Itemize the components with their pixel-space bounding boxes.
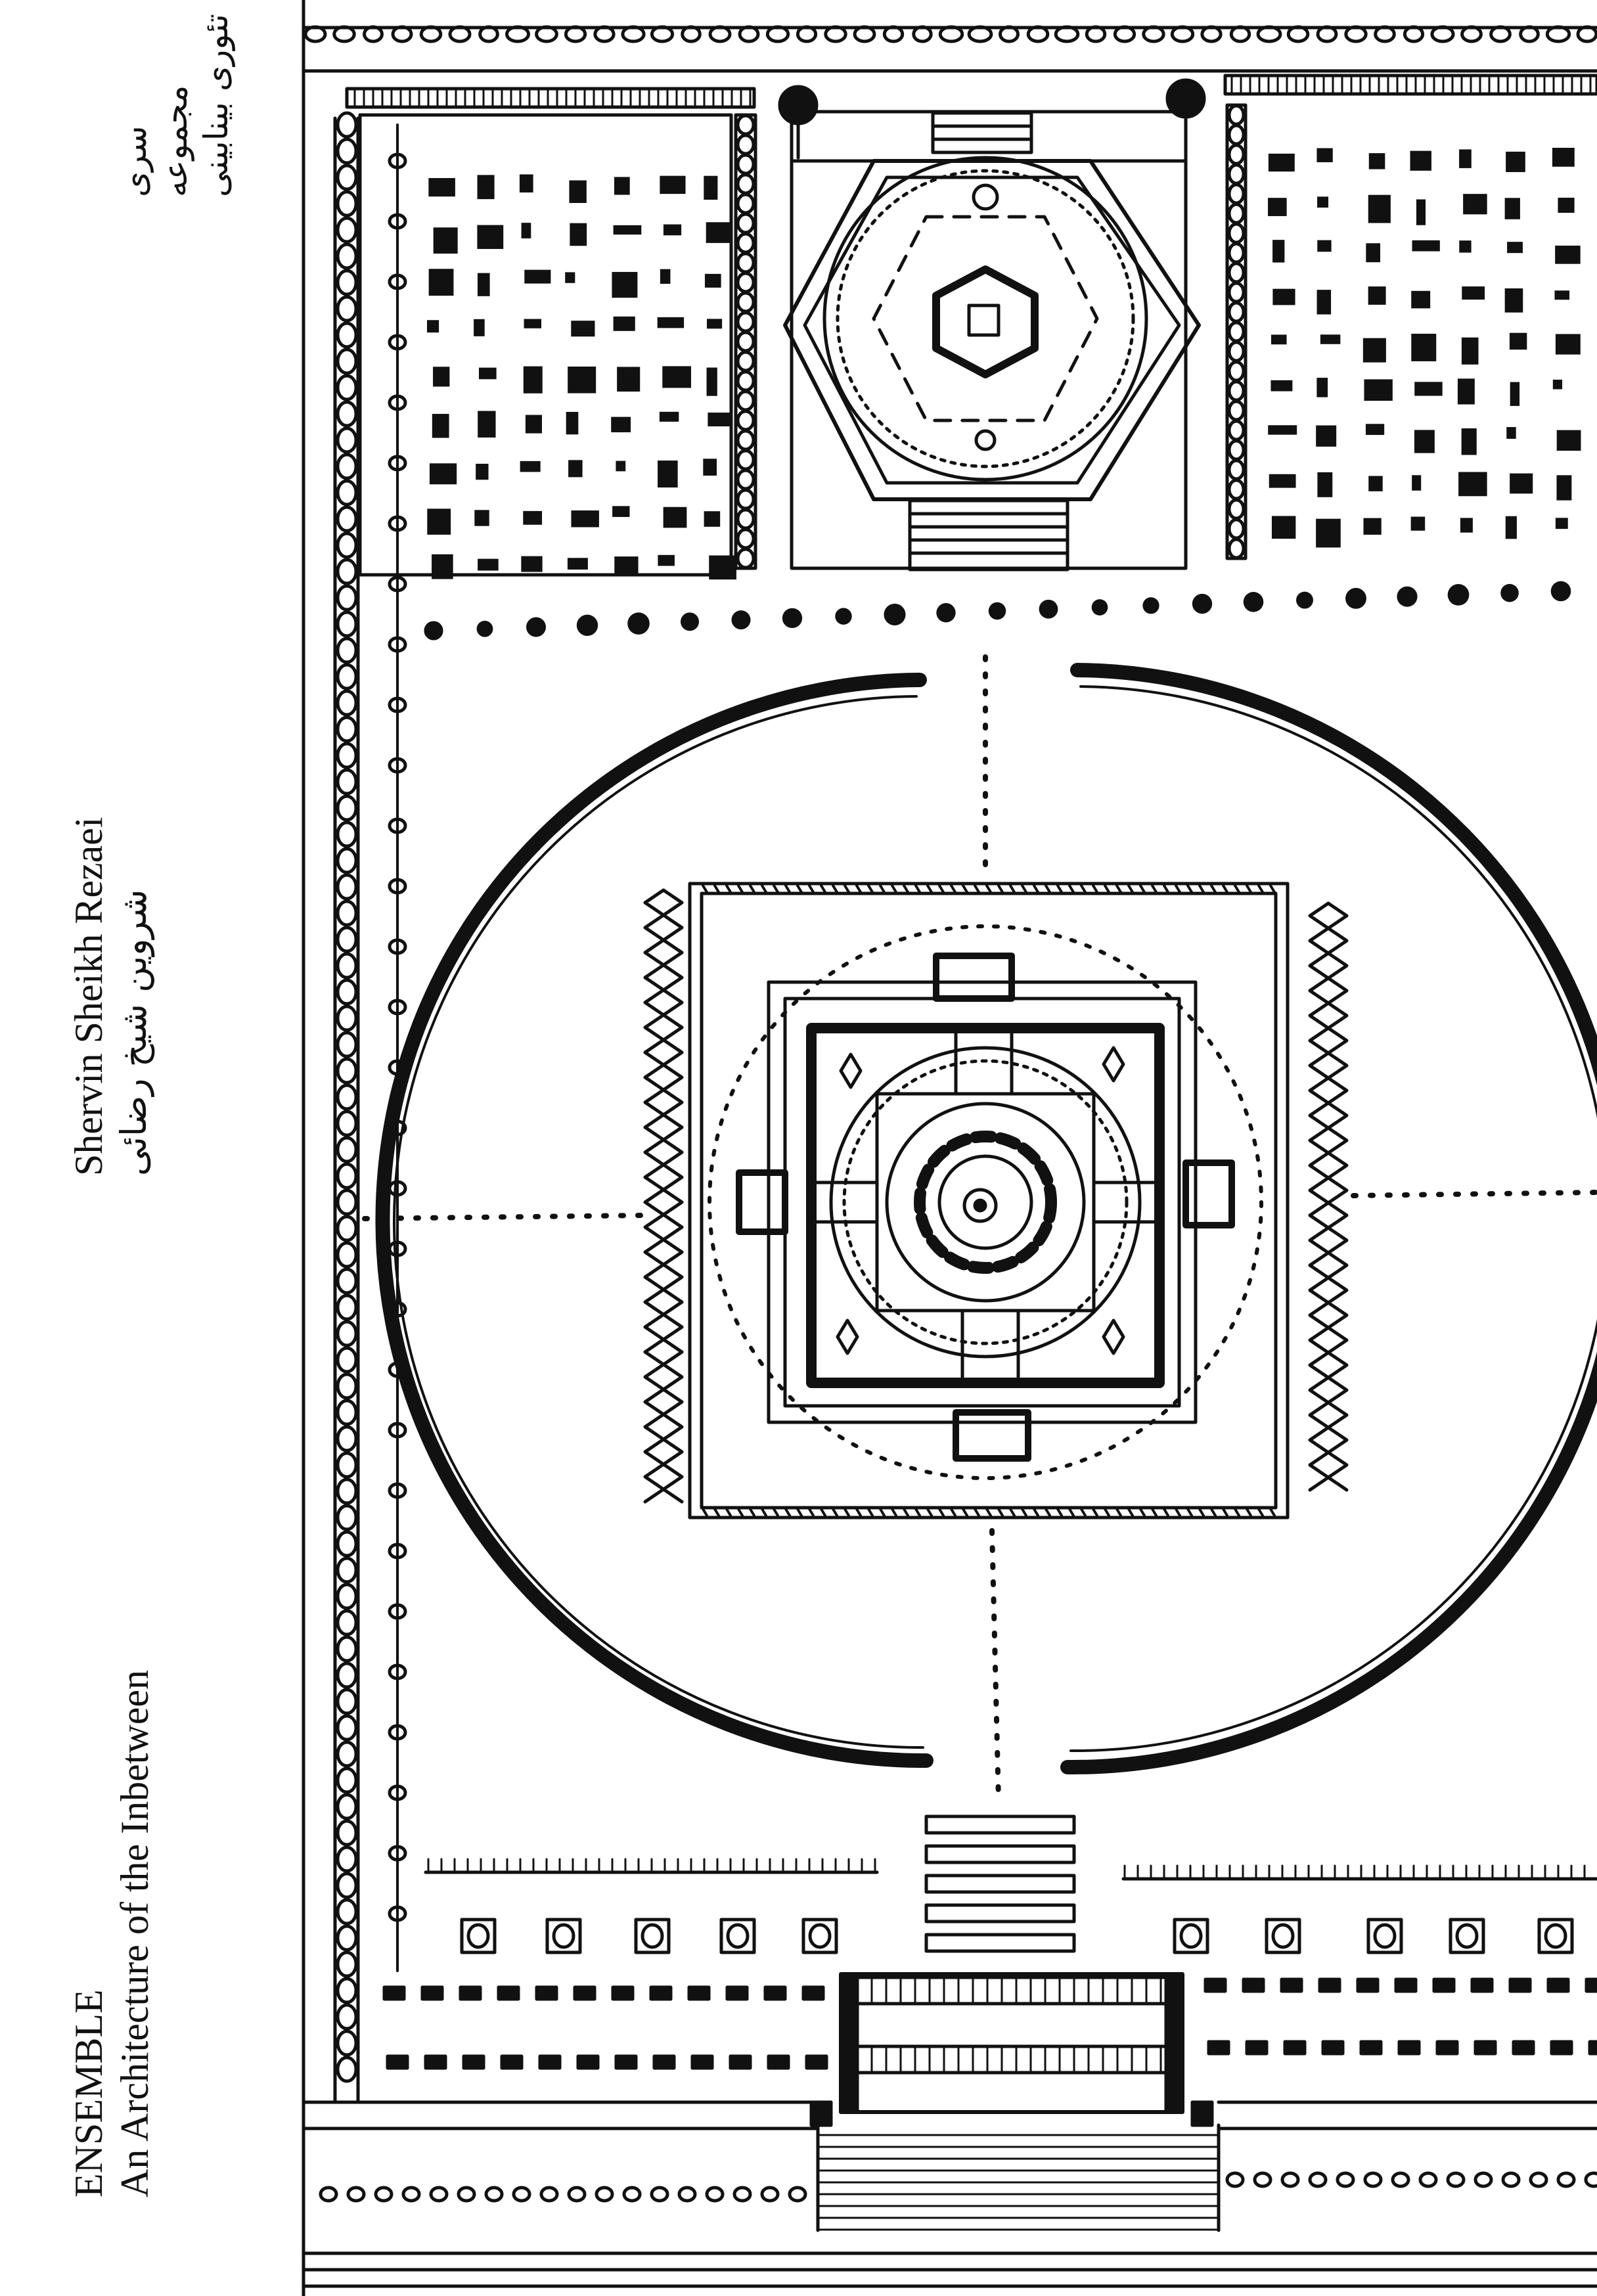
top-circle-row — [304, 25, 1597, 43]
left-ellipse-chain — [336, 111, 358, 2083]
